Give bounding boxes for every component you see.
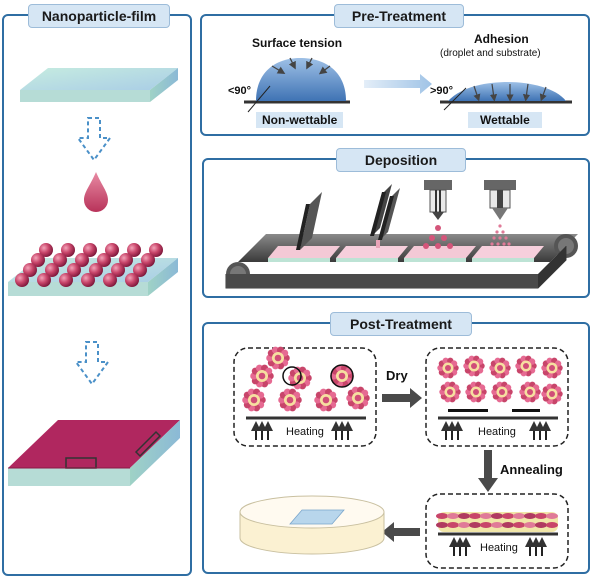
nanoparticle — [111, 263, 125, 277]
petri-dish — [239, 495, 385, 555]
down-arrow-icon-2 — [74, 341, 110, 386]
post-treatment-title: Post-Treatment — [330, 312, 472, 336]
spray-nozzle — [484, 180, 516, 246]
nanoparticle — [97, 253, 111, 267]
heating-label-1: Heating — [286, 426, 324, 438]
nanoparticle — [15, 273, 29, 287]
surface-tension-label: Surface tension — [252, 36, 343, 50]
nanoparticle — [31, 253, 45, 267]
nanoparticle — [61, 243, 75, 257]
final-product-arrow — [382, 522, 420, 542]
crack-line — [448, 409, 488, 412]
down-arrow-icon — [76, 117, 112, 162]
nanoparticle — [23, 263, 37, 277]
wettable-droplet — [440, 82, 572, 111]
nanoparticle — [83, 243, 97, 257]
heating-label-3: Heating — [480, 542, 518, 554]
angle-right-label: >90° — [430, 85, 454, 97]
dry-label: Dry — [386, 368, 408, 383]
adhesion-sub-label: (droplet and substrate) — [440, 48, 541, 59]
heating-arrows-3 — [449, 537, 547, 556]
nanoparticle — [45, 263, 59, 277]
adhesion-label: Adhesion — [474, 32, 529, 46]
nanoparticle — [127, 243, 141, 257]
solvent-ring-icon — [282, 366, 302, 386]
nanoparticle — [81, 273, 95, 287]
nanoparticle — [89, 263, 103, 277]
angle-left-label: <90° — [228, 85, 252, 97]
nanoparticle — [133, 263, 147, 277]
dried-film-particles — [437, 355, 563, 412]
nanoparticle — [59, 273, 73, 287]
pre-treatment-title: Pre-Treatment — [334, 4, 464, 28]
ink-droplet — [84, 172, 108, 212]
annealed-film-layer — [436, 512, 558, 532]
inkjet-nozzle — [423, 180, 453, 249]
blade-coater — [296, 192, 322, 250]
nanoparticle-film-substrate — [8, 420, 180, 486]
nanoparticle-array — [15, 243, 163, 287]
dry-arrow — [382, 388, 422, 408]
nanoparticle — [37, 273, 51, 287]
non-wettable-label: Non-wettable — [256, 112, 344, 128]
deposition-title: Deposition — [336, 148, 466, 172]
heating-arrows-2 — [441, 421, 551, 440]
nanoparticle — [67, 263, 81, 277]
wettable-label: Wettable — [468, 112, 542, 128]
bare-substrate — [20, 68, 178, 102]
nanoparticle — [39, 243, 53, 257]
annealing-label: Annealing — [500, 462, 563, 477]
nanoparticle — [103, 273, 117, 287]
nanoparticle — [149, 243, 163, 257]
slot-die-coater — [370, 184, 400, 248]
as-deposited-particles — [242, 346, 370, 412]
substrate-plates — [268, 246, 544, 262]
solvent-ring-icon — [330, 364, 354, 388]
nanoparticle — [105, 243, 119, 257]
heating-label-2: Heating — [478, 426, 516, 438]
annealing-arrow — [478, 450, 498, 492]
nanoparticle — [119, 253, 133, 267]
pre-treatment-arrow — [364, 74, 432, 94]
heating-arrows-1 — [251, 421, 353, 440]
nanoparticle-film-title: Nanoparticle-film — [28, 4, 170, 28]
non-wettable-droplet — [244, 57, 350, 113]
nanoparticle — [125, 273, 139, 287]
nanoparticle — [53, 253, 67, 267]
crack-line — [512, 409, 540, 412]
nanoparticle — [75, 253, 89, 267]
nanoparticle — [141, 253, 155, 267]
